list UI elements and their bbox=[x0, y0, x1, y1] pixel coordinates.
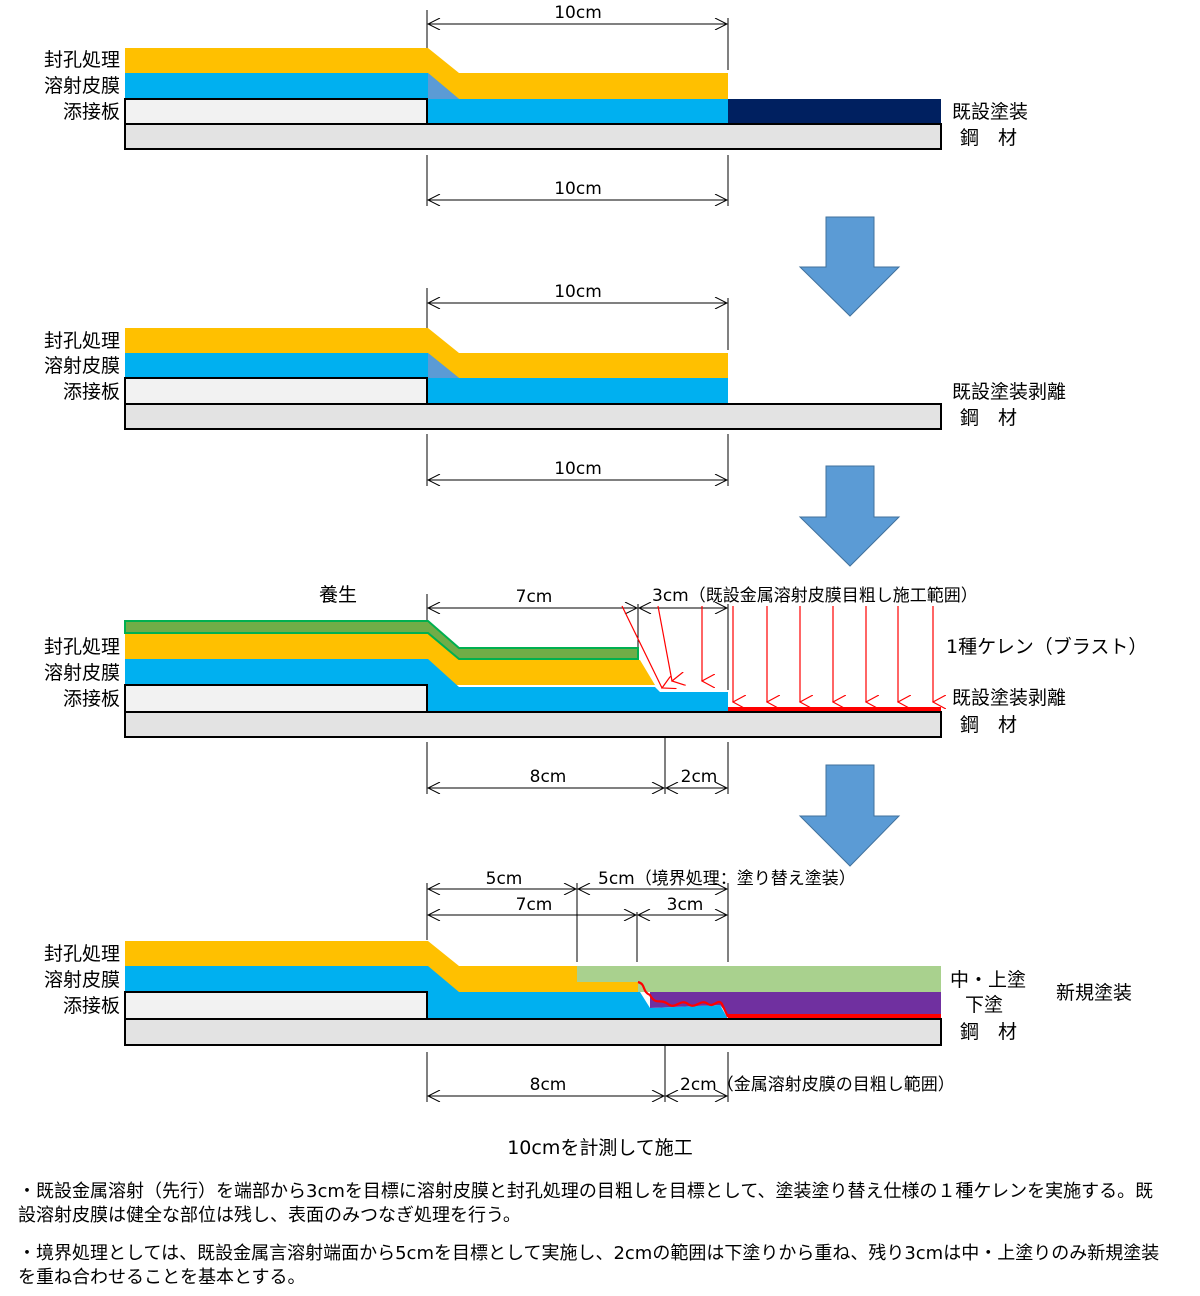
steel-member bbox=[124, 403, 942, 430]
label-new-paint: 新規塗装 bbox=[1056, 981, 1132, 1004]
label-splice-plate: 添接板 bbox=[63, 688, 120, 710]
label-splice-plate: 添接板 bbox=[63, 995, 120, 1017]
dim-label-roughening: 2cm（金属溶射皮膜の目粗し範囲） bbox=[680, 1075, 955, 1095]
down-arrow-icon bbox=[798, 216, 901, 317]
panel-existing: 10cm 封孔処理 溶射皮膜 添接板 既設塗装 鋼 材 10cm bbox=[44, 3, 1028, 206]
label-sealing: 封孔処理 bbox=[44, 636, 120, 658]
label-steel: 鋼 材 bbox=[960, 127, 1017, 149]
dim-label: 10cm bbox=[554, 282, 602, 302]
label-sealing: 封孔処理 bbox=[44, 943, 120, 965]
dim-label: 5cm bbox=[486, 869, 523, 889]
steel-member bbox=[124, 1018, 942, 1046]
dim-label: 10cm bbox=[554, 179, 602, 199]
blast-arrow-icon bbox=[657, 605, 672, 681]
label-spray-film: 溶射皮膜 bbox=[44, 355, 120, 377]
mid-top-coat-layer bbox=[577, 966, 941, 992]
roughened-boundary-line bbox=[637, 980, 729, 1018]
dim-label: 7cm bbox=[516, 587, 553, 607]
spray-overlap bbox=[428, 353, 459, 378]
blast-arrow-icon bbox=[621, 605, 662, 688]
panel-paint-removed: 10cm 封孔処理 溶射皮膜 添接板 既設塗装剥離 鋼 材 10cm bbox=[44, 282, 1066, 486]
curing-sheet bbox=[124, 620, 639, 660]
label-spray-film: 溶射皮膜 bbox=[44, 969, 120, 991]
label-existing-paint: 既設塗装 bbox=[952, 100, 1028, 123]
note-2: ・境界処理としては、既設金属言溶射端面から5cmを目標として実施し、2cmの範囲… bbox=[18, 1243, 1160, 1288]
measure-caption: 10cmを計測して施工 bbox=[507, 1137, 693, 1159]
existing-paint-layer bbox=[728, 99, 941, 124]
under-coat-layer bbox=[650, 992, 941, 1015]
label-paint-removed: 既設塗装剥離 bbox=[952, 686, 1066, 709]
label-spray-film: 溶射皮膜 bbox=[44, 662, 120, 684]
label-sealing: 封孔処理 bbox=[44, 49, 120, 71]
dim-label: 8cm bbox=[530, 767, 567, 787]
down-arrow-icon bbox=[798, 465, 901, 567]
label-steel: 鋼 材 bbox=[960, 714, 1017, 736]
panel-new-paint: 5cm 5cm（境界処理：塗り替え塗装） 7cm 3cm 封孔処理 溶射皮膜 添… bbox=[44, 868, 1132, 1102]
label-steel: 鋼 材 bbox=[960, 1021, 1017, 1043]
spray-overlap bbox=[428, 73, 459, 99]
splice-plate bbox=[124, 684, 428, 713]
splice-plate bbox=[124, 98, 428, 125]
splice-plate bbox=[124, 377, 428, 405]
label-splice-plate: 添接板 bbox=[63, 381, 120, 403]
dim-label-boundary: 5cm（境界処理：塗り替え塗装） bbox=[598, 868, 856, 889]
label-sealing: 封孔処理 bbox=[44, 330, 120, 352]
blasted-surface bbox=[728, 707, 941, 713]
dim-label: 3cm bbox=[667, 895, 704, 915]
blasted-surface bbox=[728, 1014, 941, 1020]
steel-member bbox=[124, 711, 942, 738]
down-arrow-icon bbox=[798, 764, 901, 867]
blast-arrows bbox=[621, 605, 933, 702]
dim-label: 8cm bbox=[530, 1075, 567, 1095]
note-1: ・既設金属溶射（先行）を端部から3cmを目標に溶射皮膜と封孔処理の目粗しを目標と… bbox=[18, 1181, 1154, 1226]
splice-plate bbox=[124, 991, 428, 1020]
label-steel: 鋼 材 bbox=[960, 407, 1017, 429]
label-blast: 1種ケレン（ブラスト） bbox=[946, 635, 1147, 658]
dim-label-range: 3cm（既設金属溶射皮膜目粗し施工範囲） bbox=[652, 586, 978, 606]
dim-label: 10cm bbox=[554, 459, 602, 479]
dim-label: 7cm bbox=[516, 895, 553, 915]
label-spray-film: 溶射皮膜 bbox=[44, 75, 120, 97]
dim-label: 10cm bbox=[554, 3, 602, 23]
label-mid-top-coat: 中・上塗 bbox=[950, 968, 1026, 991]
panel-blast: 養生 7cm 3cm（既設金属溶射皮膜目粗し施工範囲） 1種ケレン（ブラスト） … bbox=[44, 584, 1147, 794]
label-splice-plate: 添接板 bbox=[63, 101, 120, 123]
steel-member bbox=[124, 123, 942, 150]
label-curing: 養生 bbox=[319, 584, 357, 606]
dim-label: 2cm bbox=[681, 767, 718, 787]
label-paint-removed: 既設塗装剥離 bbox=[952, 380, 1066, 403]
label-under-coat: 下塗 bbox=[965, 993, 1003, 1016]
